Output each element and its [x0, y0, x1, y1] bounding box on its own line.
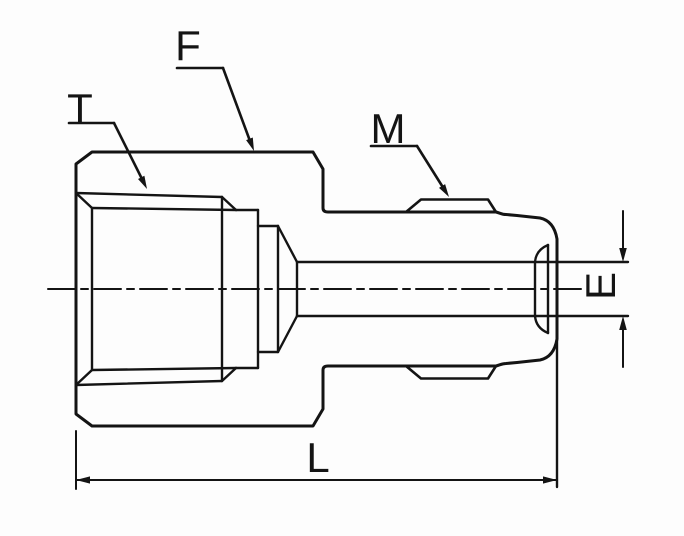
label-m: M: [370, 105, 406, 152]
leader-f: [175, 66, 254, 151]
nut-band: [404, 198, 498, 380]
tube-entrance: [533, 243, 559, 489]
label-e: E: [577, 271, 624, 301]
label-t: T: [67, 85, 93, 132]
label-l: L: [306, 434, 330, 481]
dimension-l: [75, 430, 558, 490]
internal-thread-lines: [74, 191, 299, 387]
dimension-e: [619, 210, 627, 368]
leader-t: [67, 121, 147, 189]
bore-lines: [295, 260, 630, 318]
label-f: F: [175, 22, 201, 69]
leader-m: [369, 144, 449, 197]
